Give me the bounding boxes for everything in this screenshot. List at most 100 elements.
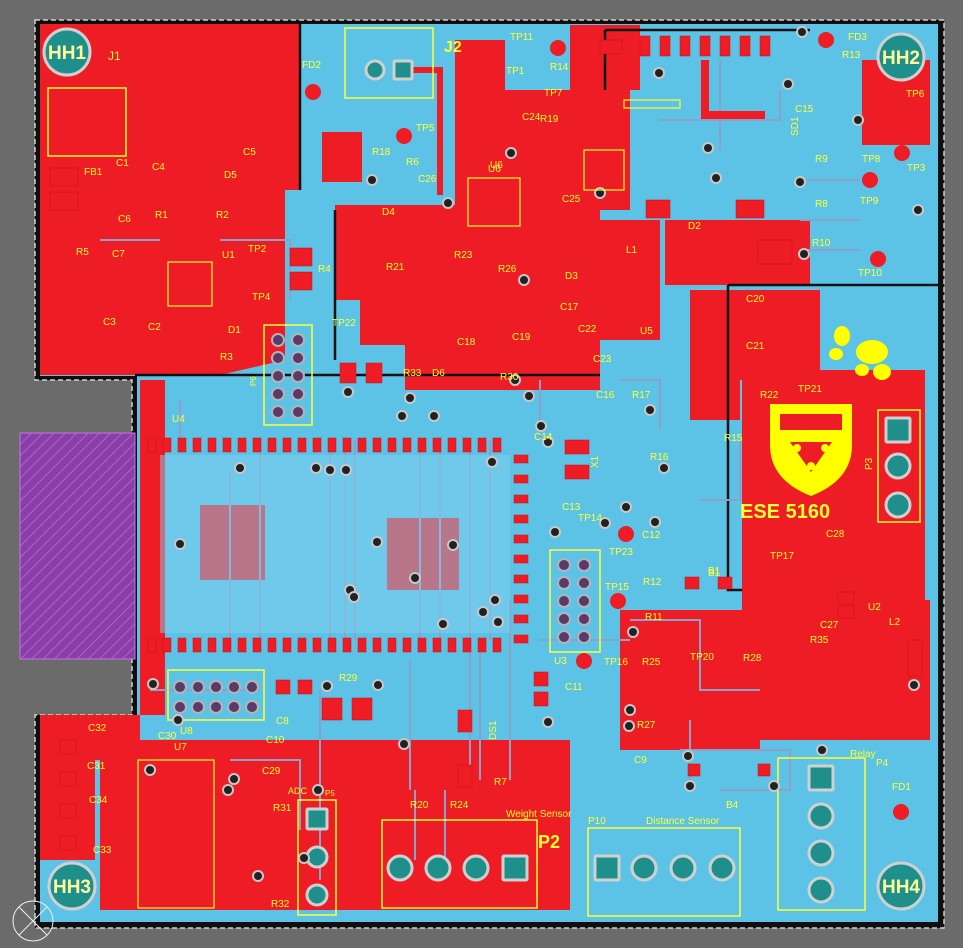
designator-r29: R29 [339,673,358,684]
designator-b1: B1 [708,566,721,577]
ic-label: B1 [708,568,721,579]
designator-r22: R22 [760,390,779,401]
mounting-hole-HH3: HH3 [47,861,97,911]
designator-r5: R5 [76,247,89,258]
ic-label: X1 [590,455,601,468]
designator-tp7: TP7 [544,88,563,99]
ic-label: U6 [488,164,501,175]
designator-r32: R32 [271,899,290,910]
designator-r14: R14 [550,62,569,73]
fiducial-label: FD1 [892,782,911,793]
designator-r15: R15 [724,433,743,444]
designator-tp2: TP2 [248,244,267,255]
designator-tp20: TP20 [690,652,714,663]
designator-r6: R6 [406,157,419,168]
ic-label: U1 [222,250,235,261]
connector-label: P5 [325,789,335,798]
designator-r9: R9 [815,154,828,165]
smd-pads [49,35,923,851]
fiducial-label: FD3 [848,32,867,43]
designator-c15: C15 [795,104,814,115]
designator-tp15: TP15 [605,582,629,593]
designator-tp21: TP21 [798,384,822,395]
ic-label: U3 [554,656,567,667]
weight-sensor-label: Weight Sensor [506,809,572,820]
designator-c2: C2 [148,322,161,333]
designator-fb1: FB1 [84,167,103,178]
designator-u6: U6 [490,160,503,171]
designator-tp8: TP8 [862,154,881,165]
mounting-hole-HH1: HH1 [42,27,92,77]
designator-c31: C31 [87,761,106,772]
designator-c32: C32 [88,723,107,734]
designator-tp6: TP6 [906,89,925,100]
distance-sensor-label: Distance Sensor [646,816,720,827]
designator-r2: R2 [216,210,229,221]
designator-r33: R33 [403,368,422,379]
designator-d1: D1 [228,325,241,336]
designator-r13: R13 [842,50,861,61]
designator-c11: C11 [565,682,583,693]
designator-c16: C16 [596,390,615,401]
designator-r31: R31 [273,803,292,814]
designator-r28: R28 [743,653,762,664]
relay-label: Relay [850,749,876,760]
logo-blobs [829,326,891,380]
ic-label: U7 [174,742,187,753]
designator-r11: R11 [645,612,663,623]
connector-label: P2 [538,832,560,852]
ic-label: U8 [180,726,193,737]
designator-l1: L1 [626,245,638,256]
fiducial-label: FD2 [302,60,321,71]
designator-c6: C6 [118,214,131,225]
designator-c29: C29 [262,766,281,777]
ic-label: B4 [726,800,739,811]
designator-c24: C24 [522,112,541,123]
connector-label: P10 [588,816,606,827]
designator-l2: L2 [889,617,901,628]
mounting-hole-label: HH1 [48,43,86,64]
designator-r21: R21 [386,262,405,273]
designator-r12: R12 [643,577,662,588]
mounting-hole-HH2: HH2 [876,32,926,82]
designator-c9: C9 [634,755,647,766]
designator-c27: C27 [820,620,839,631]
connector-label: J1 [108,49,121,63]
designator-tp11: TP11 [510,32,534,43]
designator-r27: R27 [637,720,656,731]
designator-r7: R7 [494,777,507,788]
designator-c8: C8 [276,716,289,727]
designator-tp9: TP9 [860,196,879,207]
designator-d6: D6 [432,368,445,379]
designator-c19: C19 [512,332,531,343]
designator-r1: R1 [155,210,168,221]
mounting-hole-label: HH3 [53,877,91,898]
designator-c13: C13 [562,502,581,513]
ic-label: U4 [172,414,185,425]
connector-label: P3 [864,457,875,470]
designator-tp14: TP14 [578,513,602,524]
designator-c28: C28 [826,529,845,540]
designator-c17: C17 [560,302,579,313]
origin-marker [12,900,54,942]
mounting-hole-label: HH2 [882,48,920,69]
designator-d4: D4 [382,207,395,218]
designator-r23: R23 [454,250,473,261]
headers [167,324,601,721]
keepout-area [19,432,136,660]
designator-c1: C1 [116,158,129,169]
designator-c26: C26 [418,174,437,185]
mounting-hole-HH4: HH4 [876,861,926,911]
designator-tp22: TP22 [332,318,356,329]
designator-c3: C3 [103,317,116,328]
designator-r25: R25 [642,657,661,668]
designator-tp10: TP10 [858,268,882,279]
designator-r18: R18 [372,147,391,158]
designator-c21: C21 [746,341,765,352]
designator-d3: D3 [565,271,578,282]
ic-label: DS1 [488,720,499,740]
designator-tp16: TP16 [604,657,628,668]
designator-d5: D5 [224,170,237,181]
designator-c20: C20 [746,294,765,305]
